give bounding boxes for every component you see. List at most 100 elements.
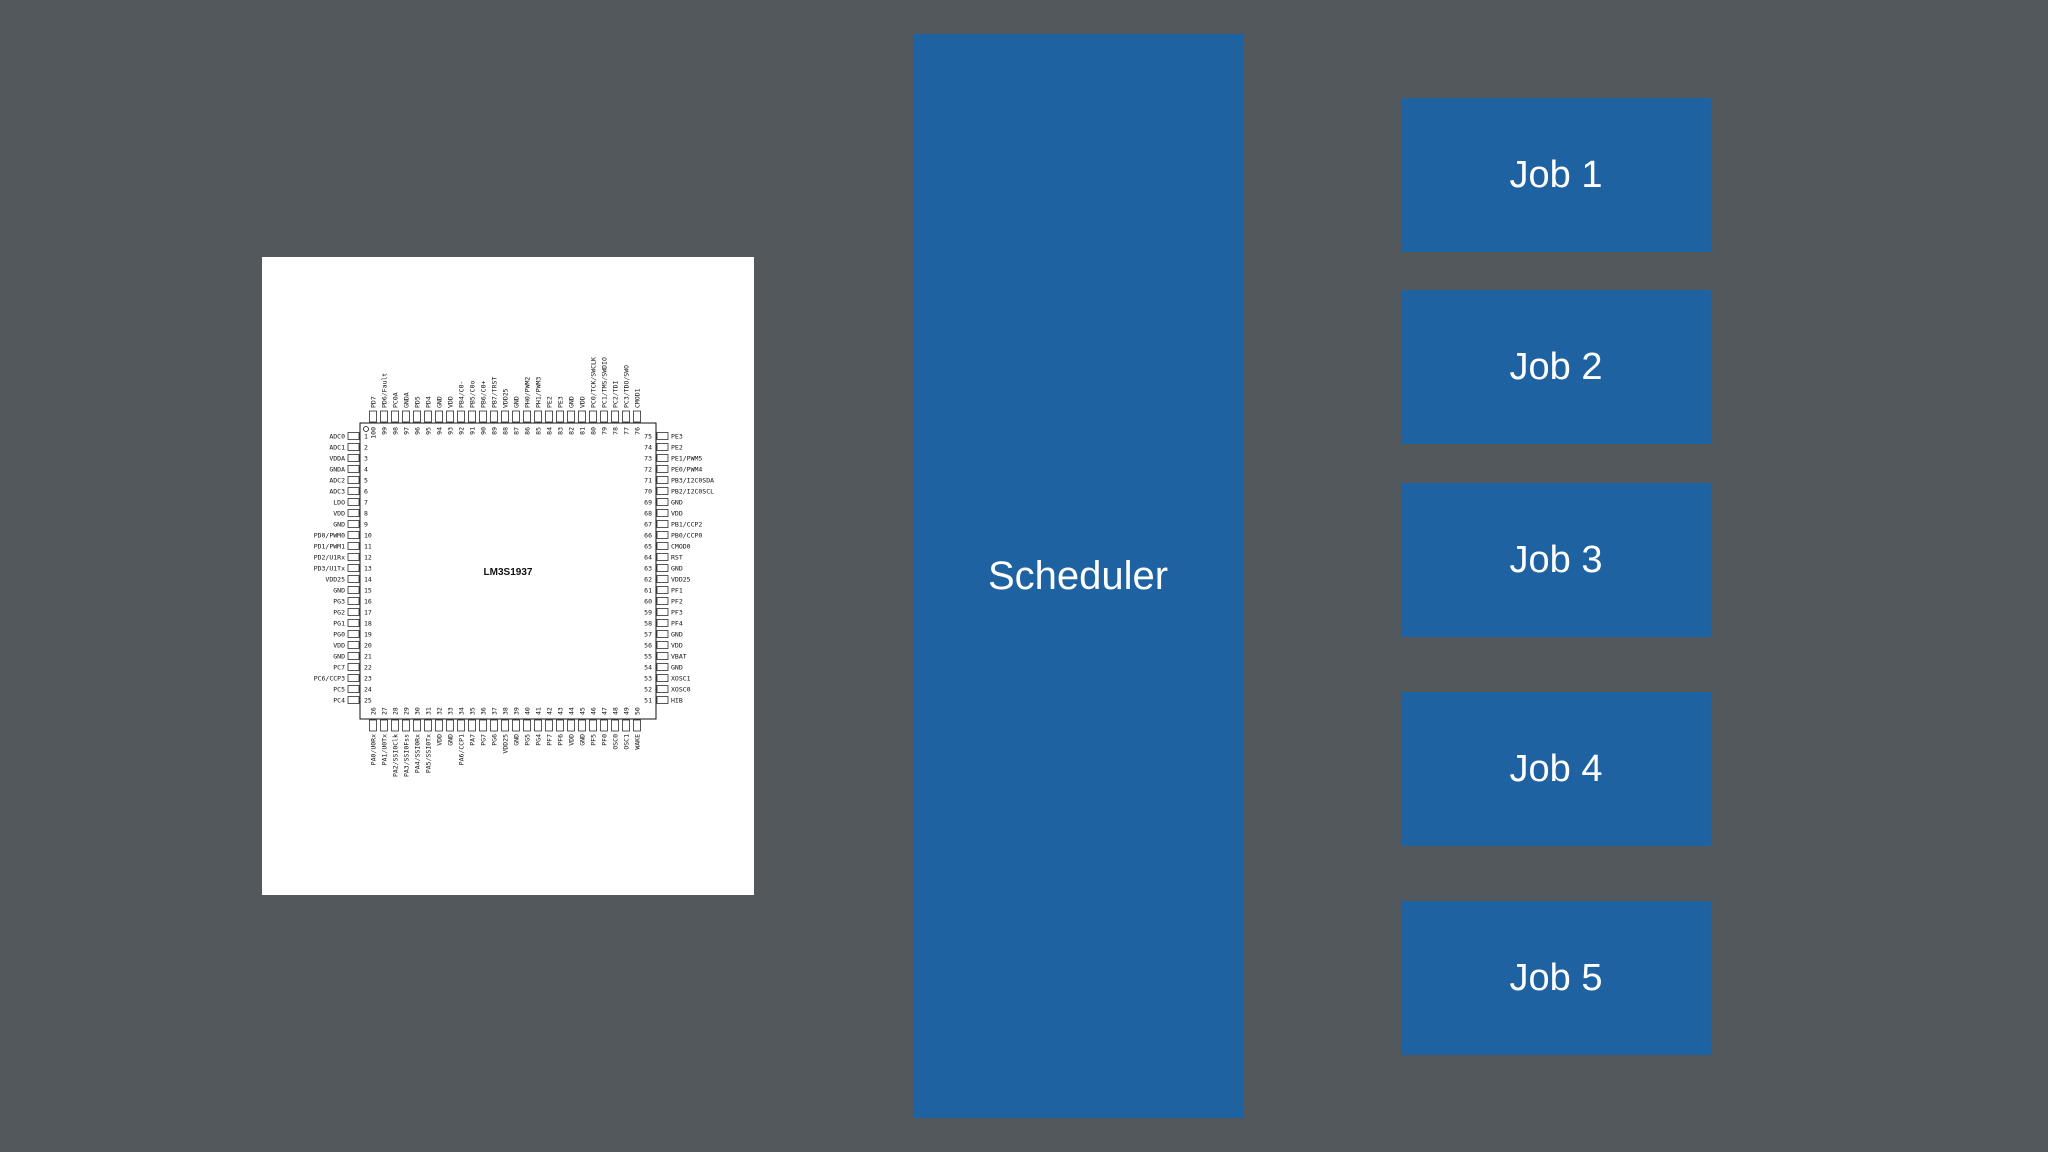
pin-number: 85	[534, 427, 542, 435]
pin-number: 69	[644, 498, 652, 506]
pin-label: CMOD1	[633, 388, 641, 408]
pin-pad	[567, 719, 575, 732]
pin-number: 94	[435, 427, 443, 435]
pin-pad	[347, 509, 360, 517]
pin-number: 20	[364, 641, 372, 649]
pin-number: 22	[364, 663, 372, 671]
pin-label: GND	[671, 498, 683, 506]
pin-label: PG6	[490, 734, 498, 746]
pin-number: 19	[364, 630, 372, 638]
pin-number: 60	[644, 597, 652, 605]
pin-number: 99	[380, 427, 388, 435]
job-label: Job 5	[1509, 956, 1603, 999]
pin-label: GND	[567, 396, 575, 408]
pin-number: 55	[644, 652, 652, 660]
job-label: Job 2	[1509, 345, 1603, 388]
pin-label: VDD25	[501, 734, 509, 754]
pin-pad	[656, 443, 669, 451]
pin-number: 3	[364, 454, 368, 462]
pin-pad	[656, 685, 669, 693]
pin-number: 41	[534, 707, 542, 715]
pin-number: 83	[556, 427, 564, 435]
pin-pad	[633, 719, 641, 732]
pin-number: 14	[364, 575, 372, 583]
pin-pad	[523, 719, 531, 732]
pin-label: PE3	[556, 396, 564, 408]
pin-label: GND	[333, 652, 345, 660]
pin-pad	[656, 586, 669, 594]
pin-number: 1	[364, 432, 368, 440]
pin-number: 5	[364, 476, 368, 484]
pin-pad	[545, 410, 553, 423]
pin-pad	[391, 410, 399, 423]
pin-pad	[347, 586, 360, 594]
pin-number: 7	[364, 498, 368, 506]
pin-label: GNDA	[402, 392, 410, 408]
pin-pad	[512, 410, 520, 423]
pin-number: 64	[644, 553, 652, 561]
pin-number: 40	[523, 707, 531, 715]
pin-number: 45	[578, 707, 586, 715]
pin-pad	[490, 410, 498, 423]
pin-number: 82	[567, 427, 575, 435]
pin-number: 100	[369, 427, 377, 439]
pin-label: GND	[512, 396, 520, 408]
pin-label: PF2	[671, 597, 683, 605]
pin-pad	[656, 696, 669, 704]
pin-label: GND	[446, 734, 454, 746]
pin-label: VDD	[578, 396, 586, 408]
pin-pad	[589, 410, 597, 423]
pin-number: 2	[364, 443, 368, 451]
pin-pad	[556, 410, 564, 423]
pin-label: PC7	[333, 663, 345, 671]
pin-pad	[468, 719, 476, 732]
pin-number: 32	[435, 707, 443, 715]
pin-number: 80	[589, 427, 597, 435]
pin-pad	[501, 719, 509, 732]
pin-label: VDD	[671, 509, 683, 517]
job-label: Job 1	[1509, 153, 1603, 196]
pin-pad	[512, 719, 520, 732]
pin-number: 34	[457, 707, 465, 715]
pin-number: 56	[644, 641, 652, 649]
pin-pad	[347, 663, 360, 671]
pin-number: 21	[364, 652, 372, 660]
pin-number: 44	[567, 707, 575, 715]
chip-pinout-diagram: LM3S1937 1ADC02ADC13VDDA4GNDA5ADC26ADC37…	[314, 357, 714, 777]
pin-pad	[347, 674, 360, 682]
job-label: Job 3	[1509, 538, 1603, 581]
job-block-3: Job 3	[1401, 483, 1711, 637]
pin-pad	[446, 719, 454, 732]
pin-number: 81	[578, 427, 586, 435]
pin-number: 62	[644, 575, 652, 583]
pin-label: PF3	[671, 608, 683, 616]
pin-label: CMOD0	[671, 542, 691, 550]
pin-number: 87	[512, 427, 520, 435]
pin-number: 76	[633, 427, 641, 435]
pin-label: PE1/PWM5	[671, 454, 702, 462]
job-block-4: Job 4	[1401, 692, 1711, 846]
pin-pad	[391, 719, 399, 732]
pin-pad	[633, 410, 641, 423]
pin-pad	[656, 575, 669, 583]
pin-label: PF1	[671, 586, 683, 594]
pin-number: 90	[479, 427, 487, 435]
pin-label: VDD	[671, 641, 683, 649]
pin-label: WAKE	[633, 734, 641, 750]
pin-number: 70	[644, 487, 652, 495]
pin-pad	[656, 564, 669, 572]
pin-pad	[435, 719, 443, 732]
pin-number: 89	[490, 427, 498, 435]
pin-label: PB4/C0-	[457, 381, 465, 408]
pin-label: PB2/I2C0SCL	[671, 487, 714, 495]
pin-pad	[369, 410, 377, 423]
pin-number: 88	[501, 427, 509, 435]
pin-pad	[556, 719, 564, 732]
pin-pad	[611, 410, 619, 423]
pin-number: 18	[364, 619, 372, 627]
pin-pad	[347, 487, 360, 495]
pin-label: ADC1	[329, 443, 345, 451]
pin-pad	[656, 454, 669, 462]
pin-label: PF4	[671, 619, 683, 627]
pin-label: PC1/TMS/SWDIO	[600, 357, 608, 408]
